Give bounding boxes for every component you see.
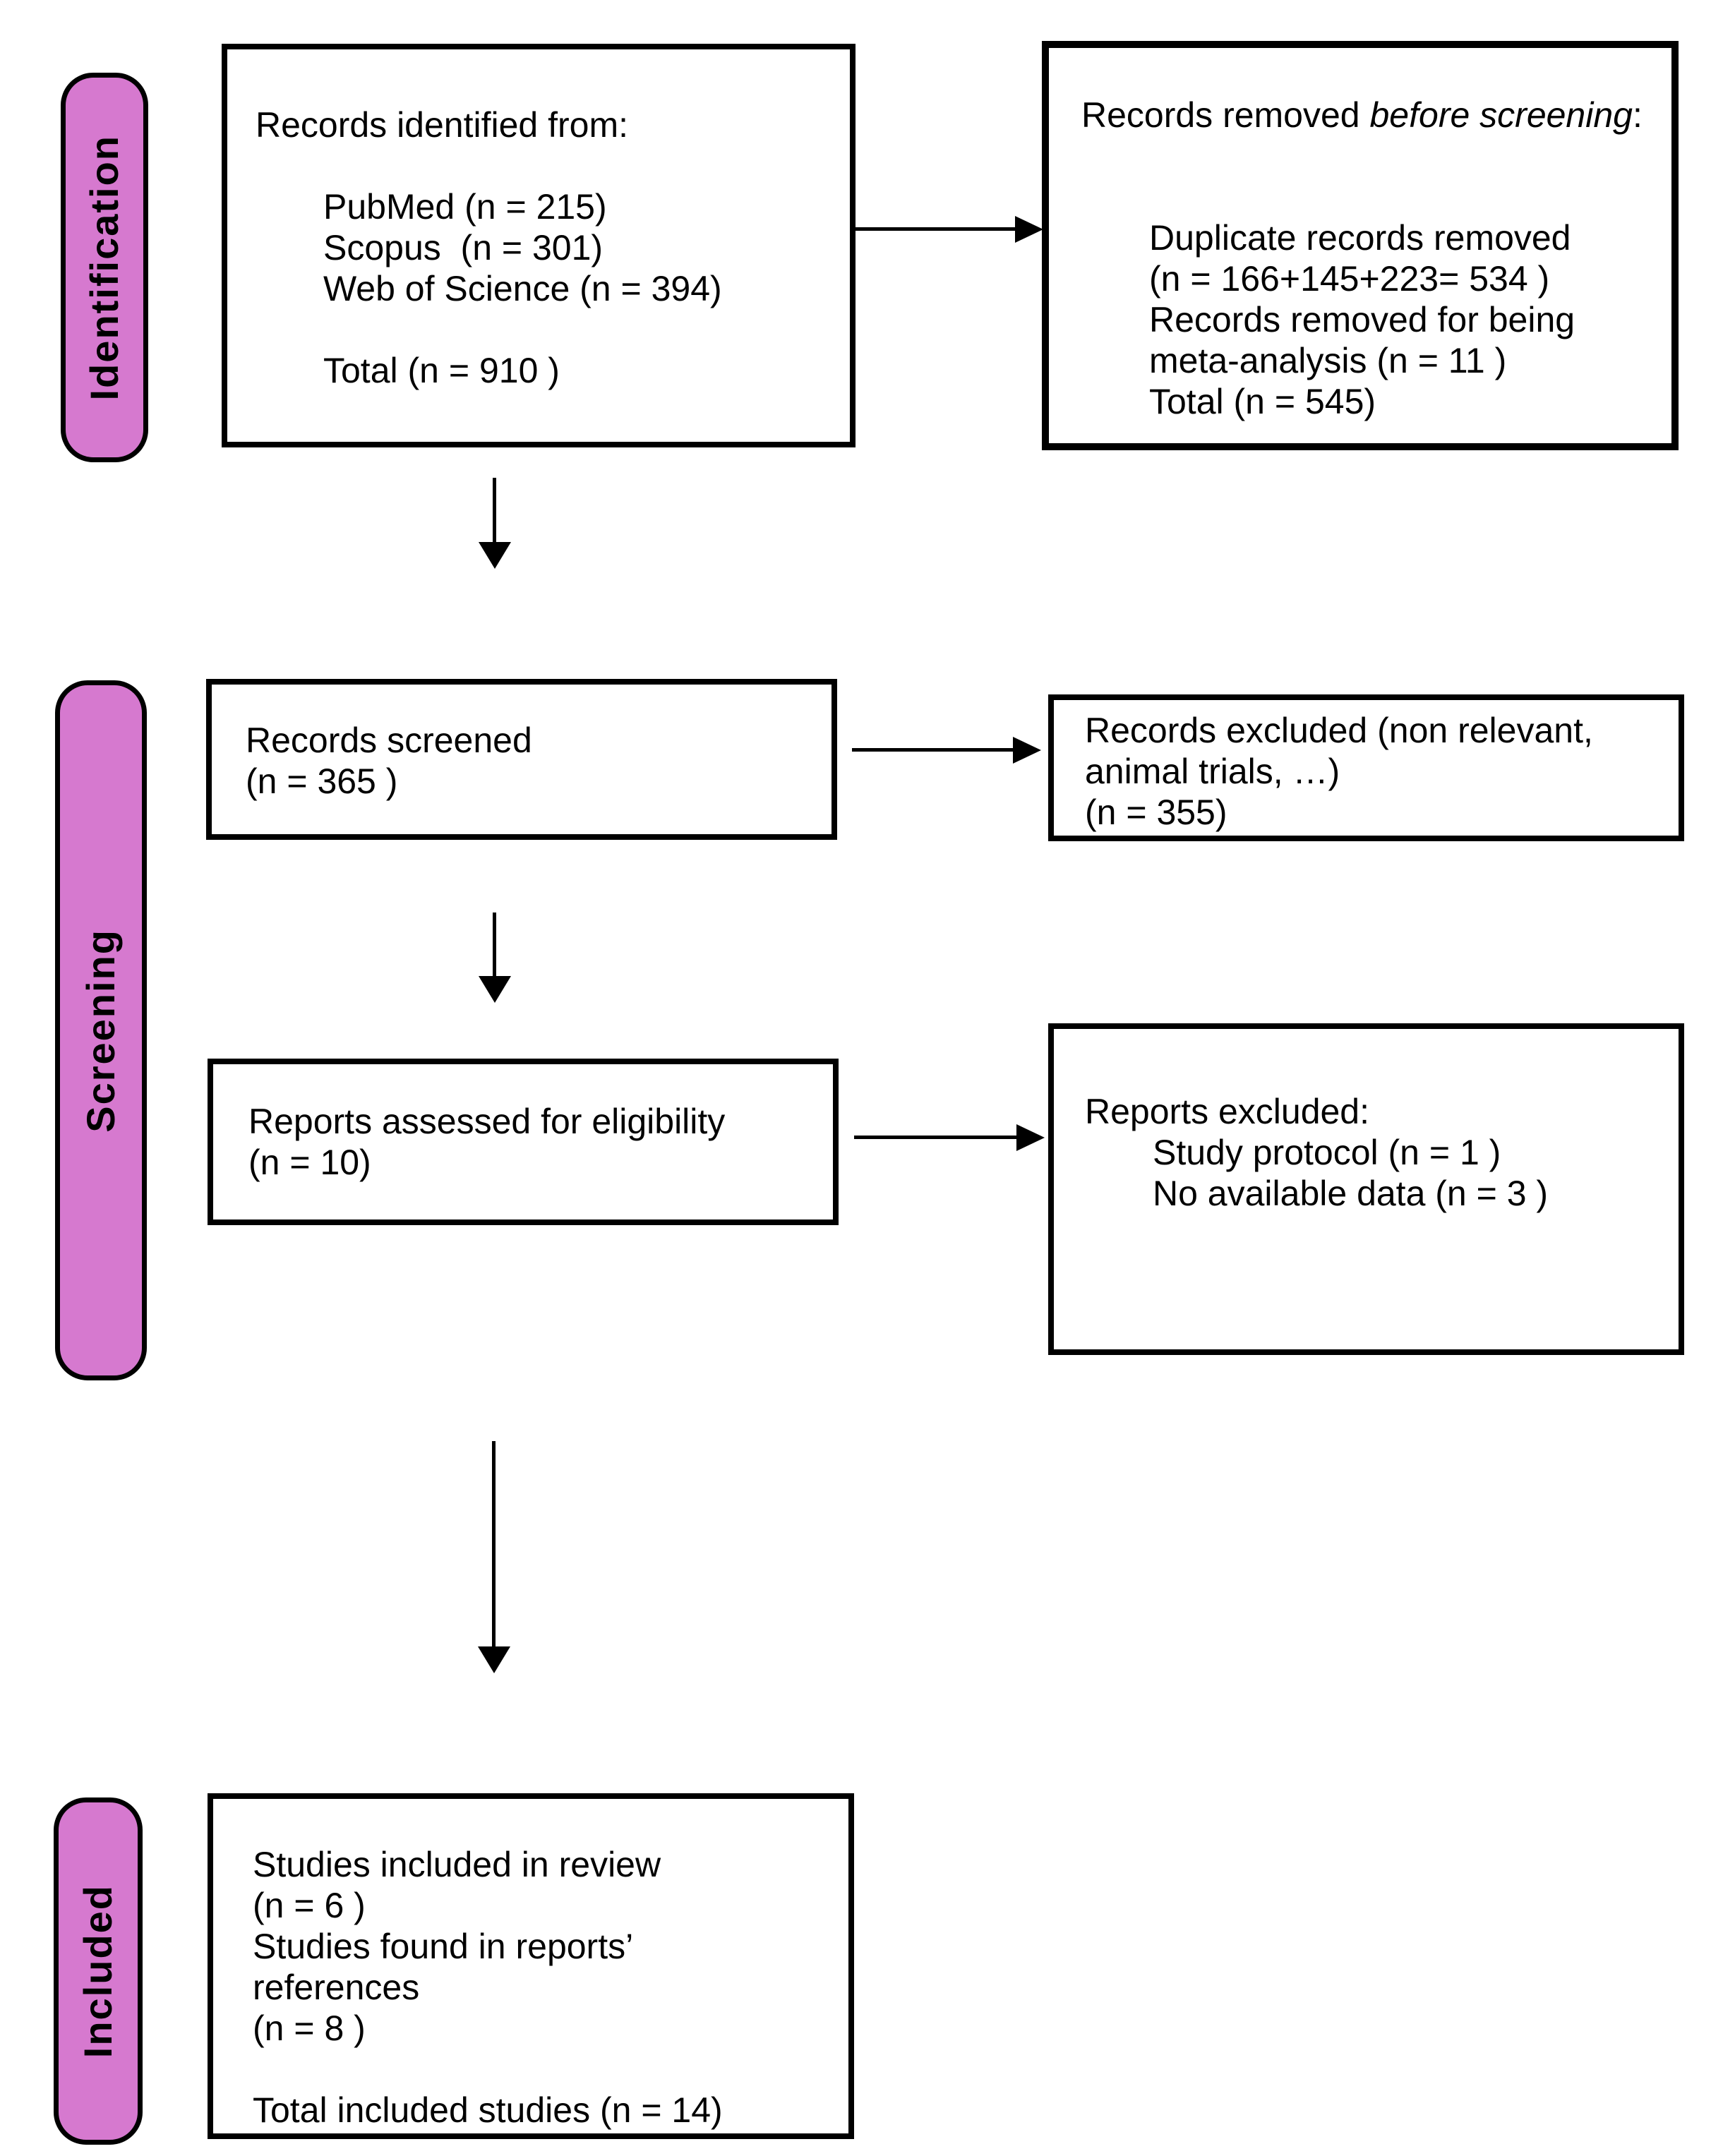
records-removed-header-italic: before screening: [1369, 95, 1633, 135]
box-records-removed: Records removed before screening: Duplic…: [1042, 41, 1679, 450]
records-removed-total: Total (n = 545): [1149, 382, 1376, 421]
records-removed-header-pre: Records removed: [1081, 95, 1370, 135]
spacer: [256, 309, 829, 350]
records-identified-item-pubmed: PubMed (n = 215): [323, 187, 607, 227]
reports-excluded-line-protocol: Study protocol (n = 1 ): [1153, 1133, 1501, 1172]
box-reports-excluded: Reports excluded: Study protocol (n = 1 …: [1048, 1023, 1684, 1355]
records-removed-header-post: :: [1632, 95, 1643, 135]
studies-included-total: Total included studies (n = 14): [253, 2090, 723, 2130]
arrow-screened-to-excluded-head-icon: [1013, 737, 1041, 764]
records-identified-total: Total (n = 910 ): [323, 351, 560, 390]
stage-label-screening-text: Screening: [78, 928, 123, 1133]
records-removed-line-meta-n: meta-analysis (n = 11 ): [1149, 341, 1507, 380]
stage-label-identification-text: Identification: [82, 134, 126, 401]
studies-included-line3: Studies found in reports’: [253, 1927, 634, 1966]
spacer: [1081, 176, 1643, 217]
records-removed-line-meta: Records removed for being: [1149, 300, 1575, 339]
stage-label-identification: Identification: [61, 73, 148, 462]
studies-included-blank-line: [253, 2049, 827, 2090]
records-identified-item-wos: Web of Science (n = 394): [323, 269, 722, 308]
arrow-identified-to-removed-head-icon: [1015, 216, 1043, 243]
arrow-assessed-to-excluded-head-icon: [1016, 1124, 1045, 1151]
studies-included-line2: (n = 6 ): [253, 1886, 366, 1925]
records-excluded-line2: animal trials, …): [1085, 752, 1340, 791]
arrow-screened-to-assessed-head-icon: [479, 976, 511, 1003]
arrow-screened-to-excluded-line: [852, 748, 1014, 752]
spacer: [256, 145, 829, 186]
stage-label-screening: Screening: [55, 680, 147, 1380]
stage-label-included: Included: [54, 1797, 143, 2145]
arrow-identified-to-screened-line: [493, 478, 496, 543]
records-excluded-line1: Records excluded (non relevant,: [1085, 711, 1593, 750]
arrow-assessed-to-excluded-line: [854, 1136, 1018, 1139]
box-records-excluded: Records excluded (non relevant, animal t…: [1048, 694, 1684, 841]
records-removed-line-duplicates-n: (n = 166+145+223= 534 ): [1149, 259, 1550, 299]
box-records-screened: Records screened (n = 365 ): [206, 679, 837, 840]
arrow-assessed-to-included-line: [492, 1441, 496, 1648]
records-screened-line1: Records screened: [246, 721, 532, 760]
records-removed-line-duplicates: Duplicate records removed: [1149, 218, 1571, 258]
records-identified-header: Records identified from:: [256, 105, 629, 145]
studies-included-line5: (n = 8 ): [253, 2009, 366, 2048]
reports-assessed-line2: (n = 10): [248, 1143, 371, 1182]
reports-excluded-line-nodata: No available data (n = 3 ): [1153, 1174, 1549, 1213]
box-records-identified: Records identified from: PubMed (n = 215…: [222, 44, 856, 447]
box-reports-assessed: Reports assessed for eligibility (n = 10…: [208, 1059, 839, 1225]
studies-included-line4: references: [253, 1968, 420, 2007]
arrow-assessed-to-included-head-icon: [478, 1646, 510, 1673]
records-removed-header: Records removed before screening:: [1081, 95, 1643, 176]
records-screened-line2: (n = 365 ): [246, 761, 398, 801]
arrow-identified-to-screened-head-icon: [479, 542, 511, 569]
reports-assessed-line1: Reports assessed for eligibility: [248, 1102, 726, 1141]
stage-label-included-text: Included: [76, 1884, 120, 2059]
reports-excluded-header: Reports excluded:: [1085, 1092, 1370, 1131]
box-studies-included: Studies included in review (n = 6 ) Stud…: [208, 1793, 854, 2139]
records-identified-item-scopus: Scopus (n = 301): [323, 228, 604, 267]
arrow-screened-to-assessed-line: [493, 913, 496, 977]
records-excluded-line3: (n = 355): [1085, 793, 1227, 832]
arrow-identified-to-removed-line: [856, 227, 1016, 231]
studies-included-line1: Studies included in review: [253, 1845, 661, 1884]
